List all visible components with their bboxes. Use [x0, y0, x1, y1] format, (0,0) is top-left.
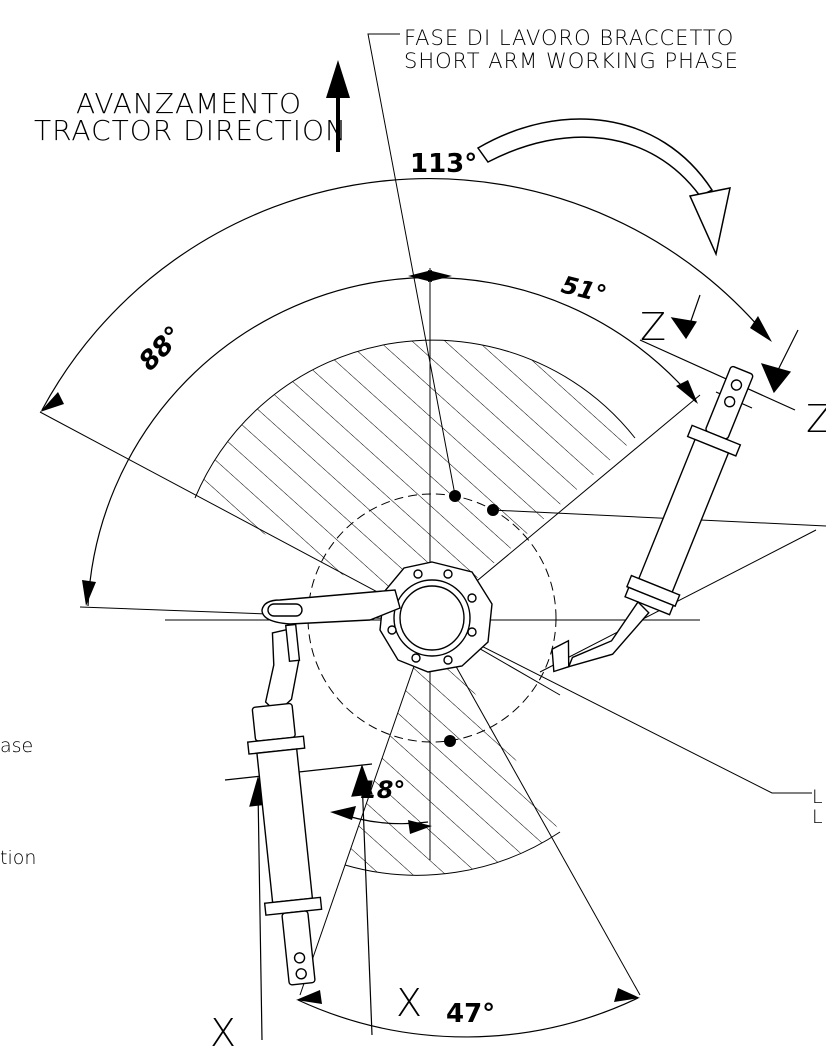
angle-51-label: 51°: [559, 271, 610, 309]
dimension-arrowheads: [40, 270, 772, 1004]
angle-18-label: 18°: [360, 776, 405, 804]
dashed-reference-circle: [307, 493, 557, 743]
cropped-left-text-2: tion: [0, 847, 36, 869]
right-tine-assembly: [551, 365, 754, 673]
rotation-arrow-icon: [476, 118, 731, 257]
angle-113-label: 113°: [410, 149, 477, 179]
direction-label-line2: TRACTOR DIRECTION: [34, 114, 347, 147]
rotor-flange: [379, 561, 493, 673]
section-z-left-label: Z: [640, 305, 666, 349]
phase-label-line1: FASE DI LAVORO BRACCETTO: [404, 26, 734, 50]
cropped-left-text-1: ase: [0, 735, 33, 757]
dimension-arcs: [41, 178, 771, 1038]
upper-working-sector: [194, 339, 636, 620]
angle-88-label: 88°: [133, 321, 189, 377]
direction-label-line1: AVANZAMENTO: [76, 87, 302, 120]
phase-label-line2: SHORT ARM WORKING PHASE: [404, 49, 739, 73]
short-arm: [261, 589, 401, 625]
cropped-right-text-1: L: [812, 786, 823, 808]
arrow-up-icon: [326, 60, 350, 152]
left-tine-assembly: [246, 623, 323, 986]
lower-working-sector: [344, 620, 561, 876]
section-x-left-label: X: [210, 1011, 236, 1055]
section-x-right-label: X: [396, 981, 422, 1025]
reference-dots: [444, 490, 499, 747]
section-cut-z: [639, 294, 799, 411]
cropped-right-text-2: L: [812, 806, 823, 828]
section-z-right-label: Z: [806, 397, 826, 441]
angle-47-label: 47°: [446, 999, 495, 1029]
